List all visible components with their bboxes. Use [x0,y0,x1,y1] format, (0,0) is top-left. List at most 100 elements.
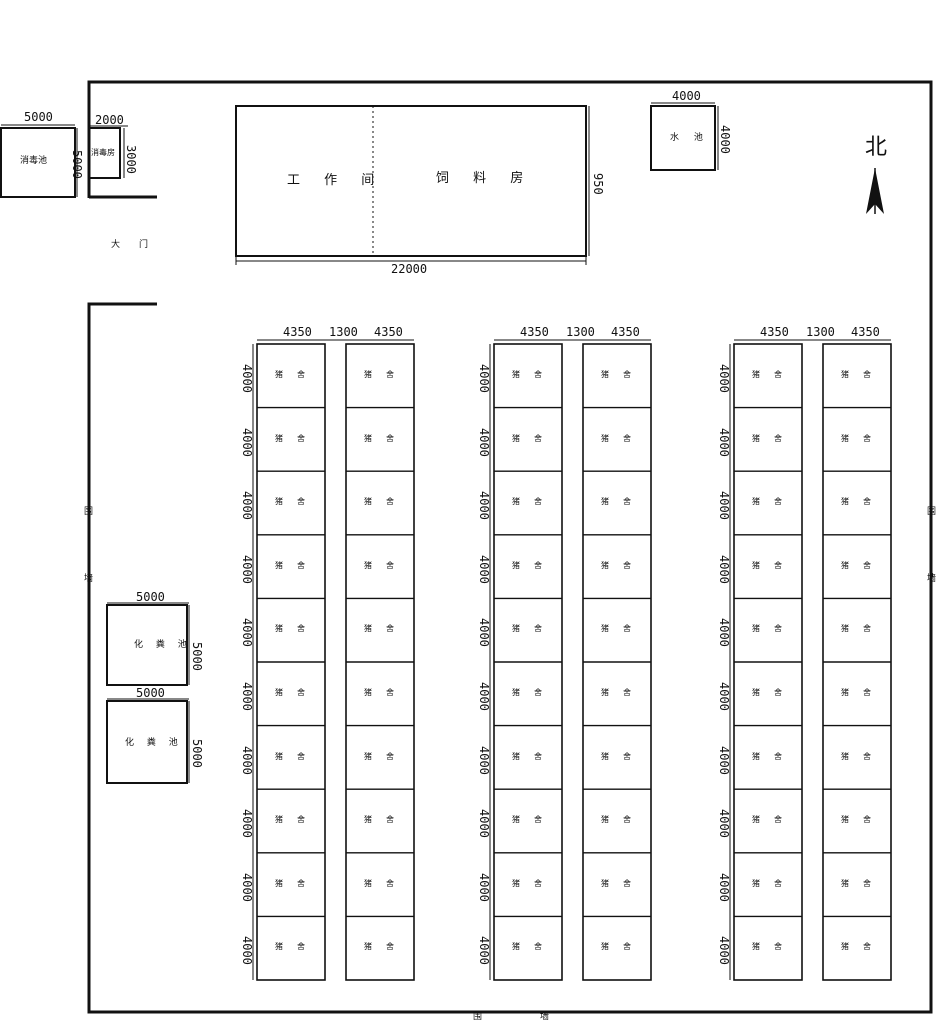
dimension-label: 4000 [477,809,491,839]
dimension-label: 4000 [717,618,731,648]
dimension-label: 4000 [717,936,731,966]
dimension-label: 4350 [760,325,789,339]
dimension-label: 5000 [136,590,165,604]
dimension-label: 4000 [240,554,254,584]
pig-pen-label: 猪舍 [275,878,319,888]
pig-pen-label: 猪舍 [752,815,796,825]
pig-pen-label: 猪舍 [841,433,885,443]
disinfection-pool-label: 消毒池 [20,156,48,166]
pig-pen-label: 猪舍 [364,878,408,888]
pig-pen-label: 猪舍 [601,942,645,952]
septic-tank-2 [106,700,188,784]
dimension-label: 4000 [240,936,254,966]
dimension-label: 4350 [520,325,549,339]
pig-pen-label: 猪舍 [601,688,645,697]
dimension-label: 2000 [95,113,124,127]
pig-pen-label: 猪舍 [841,688,885,697]
dimension-label: 4000 [717,682,731,711]
dimension-label: 4000 [477,618,491,648]
dimension-label: 4000 [240,491,254,521]
feed-room-label: 饲 料 房 [436,171,534,186]
dimension-label: 4000 [717,745,731,775]
wall-label: 墙 [84,574,97,584]
north-arrow-head [866,168,884,214]
dimension-label: 4000 [477,936,491,966]
water-pool [650,105,716,171]
dimension-label: 1300 [329,325,358,339]
dimension-label: 4000 [477,427,491,457]
pig-pen-label: 猪舍 [275,624,319,634]
pig-pen-label: 猪舍 [601,497,645,507]
pig-pen-label: 猪舍 [512,688,556,697]
pig-pen-label: 猪舍 [841,560,885,570]
dimension-label: 5000 [190,642,204,671]
dimension-label: 4000 [477,554,491,584]
dimension-label: 4000 [477,872,491,902]
pig-pen-label: 猪舍 [601,370,645,379]
dimension-label: 4000 [477,364,491,393]
disinfection-room-label: 消毒房 [91,148,115,157]
boundary-wall [87,80,933,1014]
pig-pen-label: 猪舍 [752,560,796,570]
pig-pen-label: 猪舍 [364,688,408,697]
pig-pen-label: 猪舍 [275,497,319,507]
pig-pen-label: 猪舍 [275,433,319,443]
wall-label: 墙 [927,574,937,584]
main-building [235,105,587,257]
dimension-label: 4000 [240,364,254,393]
dimension-label: 5000 [136,686,165,700]
wall-label: 围 [927,507,937,517]
pig-pen-label: 猪舍 [275,942,319,952]
pig-pen-label: 猪舍 [601,560,645,570]
dimension-label: 4350 [283,325,312,339]
pig-pen-label: 猪舍 [275,688,319,697]
pig-pen-label: 猪舍 [364,560,408,570]
dimension-label: 4000 [672,89,701,103]
dimension-label: 4000 [717,872,731,902]
pig-pen-label: 猪舍 [752,370,796,379]
septic-tank-label: 化 粪 池 [134,640,192,650]
pig-pen-label: 猪舍 [752,624,796,634]
pig-pen-label: 猪舍 [752,497,796,507]
pig-pen-label: 猪舍 [841,815,885,825]
dimension-label: 950 [591,173,605,195]
pig-pen-label: 猪舍 [512,433,556,443]
pig-pen-label: 猪舍 [275,815,319,825]
pig-pen-label: 猪舍 [752,433,796,443]
pig-pen-label: 猪舍 [512,878,556,888]
gate-label: 大 [111,240,124,250]
dimension-label: 4000 [717,427,731,457]
pig-pen-label: 猪舍 [841,624,885,634]
pig-pen-label: 猪舍 [512,560,556,570]
pig-pen-label: 猪舍 [512,370,556,379]
dimension-label: 3000 [124,145,138,174]
dimension-label: 4000 [717,809,731,839]
dimension-label: 4350 [374,325,403,339]
dimension-label: 4000 [240,618,254,648]
gate-label: 门 [139,240,152,250]
pig-pen-label: 猪舍 [364,815,408,825]
pig-pen-label: 猪舍 [752,751,796,761]
dimension-label: 4000 [240,745,254,775]
pig-pen-label: 猪舍 [601,815,645,825]
pig-pen-label: 猪舍 [512,815,556,825]
pig-pen-label: 猪舍 [275,751,319,761]
pig-pen-label: 猪舍 [512,497,556,507]
pig-pen-label: 猪舍 [364,942,408,952]
pig-pen-label: 猪舍 [512,942,556,952]
pig-pen-label: 猪舍 [841,370,885,379]
dimension-label: 4350 [611,325,640,339]
dimension-label: 4000 [240,682,254,711]
dimension-label: 4000 [717,364,731,393]
pig-pen-label: 猪舍 [752,942,796,952]
pig-pen-label: 猪舍 [364,433,408,443]
pig-pen-label: 猪舍 [841,878,885,888]
pig-pen-label: 猪舍 [841,497,885,507]
pig-pen-label: 猪舍 [275,560,319,570]
water-pool-label: 水 池 [670,133,709,143]
pig-pen-label: 猪舍 [364,497,408,507]
pig-pen-label: 猪舍 [601,624,645,634]
dimension-label: 4000 [717,491,731,521]
